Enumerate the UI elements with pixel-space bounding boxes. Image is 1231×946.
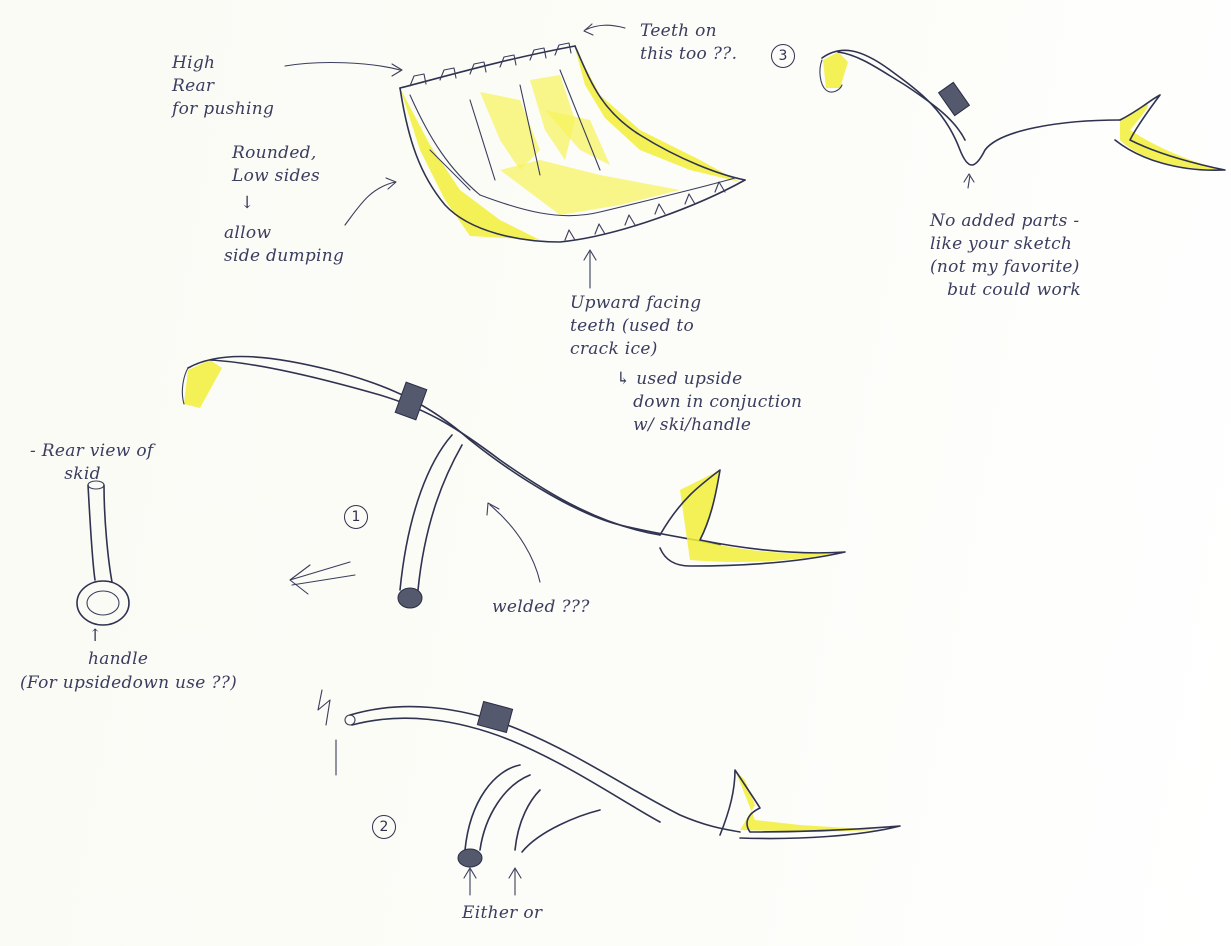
note-welded: welded ??? (492, 596, 590, 619)
note-for-upsidedown: (For upsidedown use ??) (20, 672, 237, 695)
sketch-2-tool (318, 690, 900, 895)
note-no-added-parts: No added parts - like your sketch (not m… (930, 210, 1081, 302)
note-upward-teeth: Upward facing teeth (used to crack ice) (570, 292, 701, 361)
note-upside-down: ↳ used upside down in conjuction w/ ski/… (616, 368, 802, 437)
note-teeth-on-this: Teeth on this too ??. (640, 20, 737, 66)
note-rounded-sides: Rounded, Low sides (232, 142, 320, 188)
sketch-number-1: 1 (344, 505, 368, 529)
note-allow-dumping: allow side dumping (224, 222, 344, 268)
note-high-rear: High Rear for pushing (172, 52, 274, 121)
shovel-bucket-sketch (400, 43, 745, 242)
sketch-3-tool (820, 50, 1225, 188)
rear-view-skid (77, 481, 129, 625)
note-handle: ↑ handle (88, 625, 148, 671)
sketch-number-3: 3 (771, 44, 795, 68)
note-either-or: Either or (462, 902, 542, 925)
sketch-number-2: 2 (372, 815, 396, 839)
note-rear-view: - Rear view of skid (30, 440, 153, 486)
note-side-arrow: ↓ (240, 192, 255, 215)
